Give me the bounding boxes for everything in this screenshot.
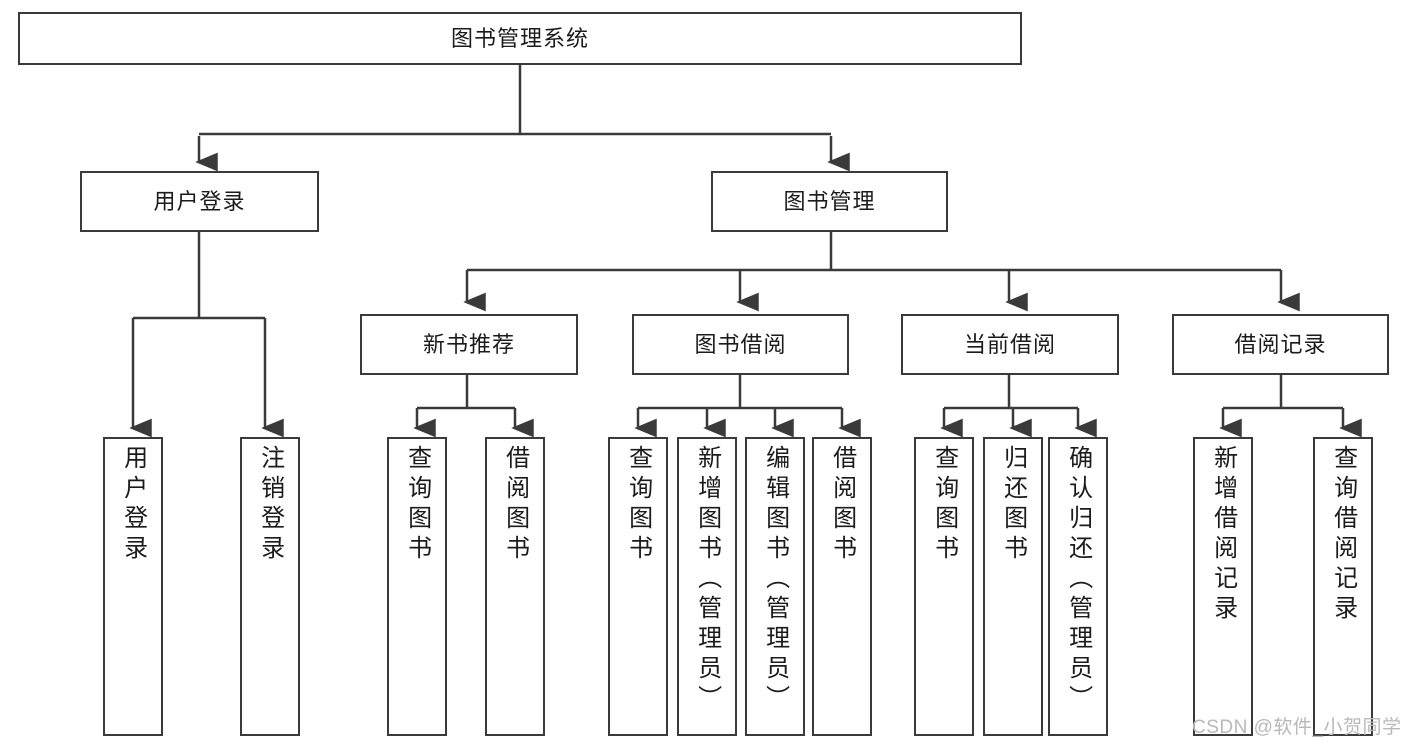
leaf-book-borrow-2[interactable]: 新增图书（管理员） — [677, 437, 737, 736]
leaf-current-borrow-3[interactable]: 确认归还（管理员） — [1048, 437, 1108, 736]
leaf-label: 新增图书（管理员） — [693, 445, 721, 715]
leaf-book-borrow-4[interactable]: 借阅图书 — [812, 437, 872, 736]
node-root-label: 图书管理系统 — [450, 25, 589, 51]
node-book-manage[interactable]: 图书管理 — [711, 171, 948, 232]
node-user-login-label: 用户登录 — [153, 188, 246, 214]
leaf-label: 查询图书 — [403, 445, 431, 565]
leaf-current-borrow-1[interactable]: 查询图书 — [914, 437, 974, 736]
leaf-label: 确认归还（管理员） — [1064, 445, 1092, 715]
leaf-book-borrow-1[interactable]: 查询图书 — [608, 437, 668, 736]
node-root[interactable]: 图书管理系统 — [18, 12, 1022, 65]
leaf-label: 注销登录 — [256, 445, 284, 565]
leaf-label: 归还图书 — [999, 445, 1027, 565]
csdn-watermark: CSDN @软件_小贺同学 — [1192, 717, 1402, 738]
node-new-book-recommend-label: 新书推荐 — [422, 331, 515, 357]
node-book-borrow-label: 图书借阅 — [694, 331, 787, 357]
node-current-borrow[interactable]: 当前借阅 — [901, 314, 1119, 375]
leaf-current-borrow-2[interactable]: 归还图书 — [983, 437, 1043, 736]
leaf-user-login-2[interactable]: 注销登录 — [240, 437, 300, 736]
leaf-label: 编辑图书（管理员） — [761, 445, 789, 715]
node-current-borrow-label: 当前借阅 — [963, 331, 1056, 357]
leaf-label: 查询借阅记录 — [1329, 445, 1357, 625]
leaf-label: 用户登录 — [119, 445, 147, 565]
leaf-user-login-1[interactable]: 用户登录 — [103, 437, 163, 736]
leaf-borrow-records-1[interactable]: 新增借阅记录 — [1193, 437, 1253, 736]
leaf-label: 查询图书 — [624, 445, 652, 565]
node-borrow-records-label: 借阅记录 — [1234, 331, 1327, 357]
node-book-borrow[interactable]: 图书借阅 — [632, 314, 849, 375]
node-user-login[interactable]: 用户登录 — [80, 171, 319, 232]
leaf-label: 新增借阅记录 — [1209, 445, 1237, 625]
leaf-label: 借阅图书 — [501, 445, 529, 565]
node-new-book-recommend[interactable]: 新书推荐 — [360, 314, 578, 375]
leaf-label: 借阅图书 — [828, 445, 856, 565]
leaf-borrow-records-2[interactable]: 查询借阅记录 — [1313, 437, 1373, 736]
leaf-new-book-2[interactable]: 借阅图书 — [485, 437, 545, 736]
node-book-manage-label: 图书管理 — [783, 188, 876, 214]
leaf-book-borrow-3[interactable]: 编辑图书（管理员） — [745, 437, 805, 736]
leaf-new-book-1[interactable]: 查询图书 — [387, 437, 447, 736]
node-borrow-records[interactable]: 借阅记录 — [1172, 314, 1389, 375]
leaf-label: 查询图书 — [930, 445, 958, 565]
